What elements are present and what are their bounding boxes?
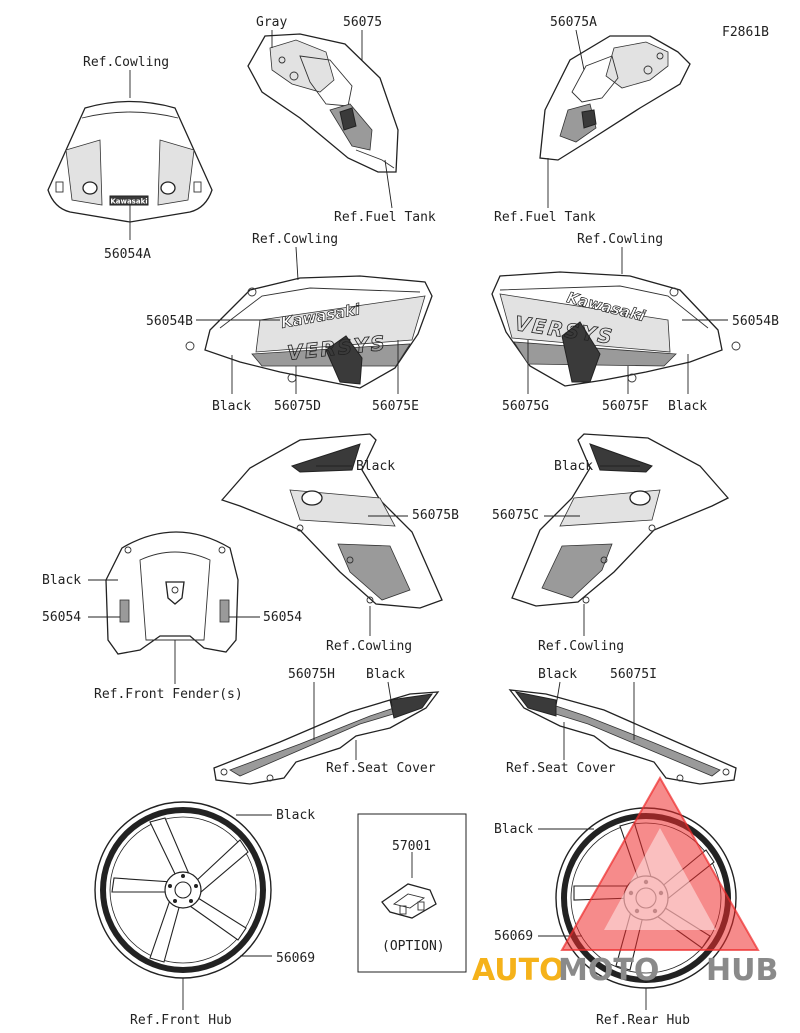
label-black-front-wheel: Black — [276, 808, 315, 823]
label-56075G: 56075G — [502, 399, 549, 414]
label-black-rear-wheel: Black — [494, 822, 533, 837]
watermark-auto: AUTO — [472, 953, 565, 988]
label-black-side-right: Black — [554, 459, 593, 474]
side-fairing-left: Kawasaki VERSYS — [185, 275, 433, 389]
label-ref-rear-hub: Ref.Rear Hub — [596, 1013, 690, 1028]
label-56075F: 56075F — [602, 399, 649, 414]
label-56054-right: 56054 — [263, 610, 302, 625]
label-56075D: 56075D — [274, 399, 321, 414]
label-57001: 57001 — [392, 839, 431, 854]
label-ref-fuel-tank-left: Ref.Fuel Tank — [334, 210, 436, 225]
lower-cowling-left — [220, 433, 443, 609]
watermark-logo: AUTO MOTO HUB — [472, 775, 778, 988]
label-black-tail-right: Black — [538, 667, 577, 682]
label-black-fairing-right: Black — [668, 399, 707, 414]
side-fairing-right: Kawasaki VERSYS — [491, 271, 741, 387]
option-box — [357, 813, 467, 973]
label-ref-cowling-mid-right: Ref.Cowling — [577, 232, 663, 247]
label-ref-cowling-low-right: Ref.Cowling — [538, 639, 624, 654]
label-ref-cowling-low-left: Ref.Cowling — [326, 639, 412, 654]
watermark-hub: HUB — [706, 953, 778, 988]
label-56075A: 56075A — [550, 15, 597, 30]
label-black-fairing-left: Black — [212, 399, 251, 414]
label-56075: 56075 — [343, 15, 382, 30]
label-56075H: 56075H — [288, 667, 335, 682]
windscreen-decal-text: Kawasaki — [110, 198, 147, 206]
diagram-id: F2861B — [722, 25, 769, 40]
watermark-triangle-icon — [560, 775, 760, 951]
label-56054B-left: 56054B — [146, 314, 193, 329]
label-56054-left: 56054 — [42, 610, 81, 625]
label-gray: Gray — [256, 15, 287, 30]
label-56069-front: 56069 — [276, 951, 315, 966]
windscreen: Kawasaki — [47, 100, 213, 223]
tank-cover-right — [539, 35, 691, 161]
label-56075I: 56075I — [610, 667, 657, 682]
tank-cover-left — [247, 33, 399, 173]
label-56054B-right: 56054B — [732, 314, 779, 329]
label-ref-fuel-tank-right: Ref.Fuel Tank — [494, 210, 596, 225]
label-ref-front-fender: Ref.Front Fender(s) — [94, 687, 243, 702]
label-ref-seat-cover-right: Ref.Seat Cover — [506, 761, 616, 776]
label-ref-cowling-top: Ref.Cowling — [83, 55, 169, 70]
label-option: (OPTION) — [382, 939, 445, 954]
label-56075E: 56075E — [372, 399, 419, 414]
tail-cover-left — [213, 691, 440, 785]
label-ref-seat-cover-left: Ref.Seat Cover — [326, 761, 436, 776]
lower-cowling-right — [511, 433, 730, 607]
label-56069-rear: 56069 — [494, 929, 533, 944]
front-wheel — [94, 801, 272, 979]
watermark-moto: MOTO — [558, 953, 659, 988]
label-ref-cowling-mid-left: Ref.Cowling — [252, 232, 338, 247]
tail-cover-right — [508, 689, 737, 785]
front-fender — [105, 531, 239, 655]
label-56054A: 56054A — [104, 247, 151, 262]
label-black-side-left: Black — [356, 459, 395, 474]
label-56075C: 56075C — [492, 508, 539, 523]
label-56075B: 56075B — [412, 508, 459, 523]
label-ref-front-hub: Ref.Front Hub — [130, 1013, 232, 1028]
label-black-fender: Black — [42, 573, 81, 588]
label-black-tail-left: Black — [366, 667, 405, 682]
